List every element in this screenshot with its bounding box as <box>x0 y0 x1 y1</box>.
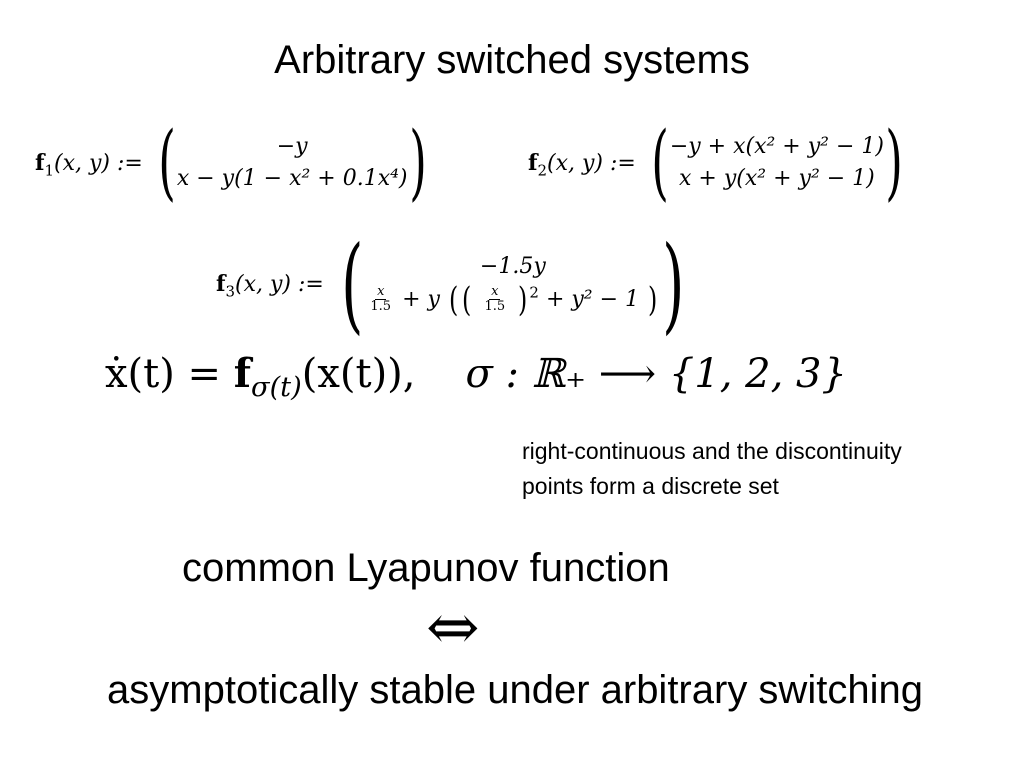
formula-f2-row1: −y + x(x² + y² − 1) <box>669 134 884 160</box>
right-paren: ) <box>408 115 427 210</box>
formula-f1-vector: −y x − y(1 − x² + 0.1x⁴) <box>177 131 408 195</box>
left-paren: ( <box>158 115 176 210</box>
switching-signal: σ : ℝ₊ ⟶ {1, 2, 3} <box>465 351 847 397</box>
formula-f3-row1: −1.5y <box>479 254 546 280</box>
right-paren: ) <box>885 115 903 210</box>
formula-f1-row1: −y <box>276 134 308 160</box>
formula-f3-lhs: f3(x, y) := <box>216 271 324 301</box>
iff-arrow-icon: ⇔ <box>426 591 480 665</box>
common-lyapunov-label: common Lyapunov function <box>182 546 670 590</box>
formula-f1-lhs: f1(x, y) := <box>35 150 143 180</box>
formula-f2-lhs: f2(x, y) := <box>528 150 636 180</box>
switching-note: right-continuous and the discontinuity p… <box>522 438 902 499</box>
left-paren: ( <box>651 115 669 210</box>
formula-f2: f2(x, y) := ( −y + x(x² + y² − 1) x + y(… <box>528 122 910 204</box>
right-paren: ) <box>662 223 685 345</box>
formula-f1: f1(x, y) := ( −y x − y(1 − x² + 0.1x⁴) ) <box>35 122 434 204</box>
left-paren: ( <box>340 223 364 345</box>
formula-f1-row2: x − y(1 − x² + 0.1x⁴) <box>176 166 408 191</box>
formula-f2-vector: −y + x(x² + y² − 1) x + y(x² + y² − 1) <box>670 131 884 195</box>
slide-title: Arbitrary switched systems <box>274 38 750 82</box>
stability-label: asymptotically stable under arbitrary sw… <box>107 668 923 712</box>
switched-system-equation: ẋ(t) = fσ(t)(x(t)),σ : ℝ₊ ⟶ {1, 2, 3} <box>105 350 847 403</box>
formula-f2-row2: x + y(x² + y² − 1) <box>679 166 875 191</box>
